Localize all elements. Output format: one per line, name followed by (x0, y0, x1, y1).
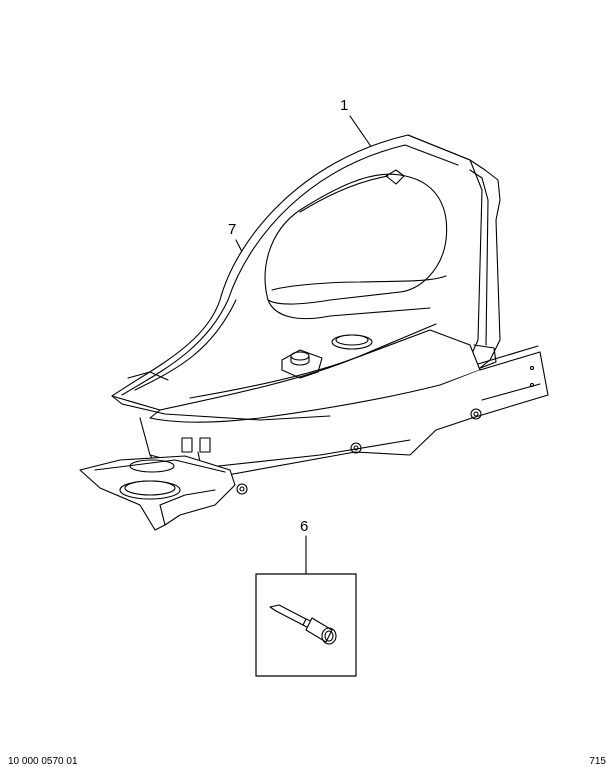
side-rail (199, 345, 549, 481)
leader-line-1 (349, 115, 373, 149)
callout-1: 1 (340, 97, 349, 114)
rivet-part (269, 604, 337, 645)
callout-7: 7 (228, 221, 237, 238)
lower-frame (79, 417, 411, 531)
detail-box-6 (255, 573, 357, 677)
callout-6: 6 (300, 518, 309, 535)
footer-left-code: 10 000 0570 01 (8, 756, 78, 767)
wheelhouse-panel (111, 134, 501, 423)
footer-right-code: 715 (589, 756, 606, 767)
